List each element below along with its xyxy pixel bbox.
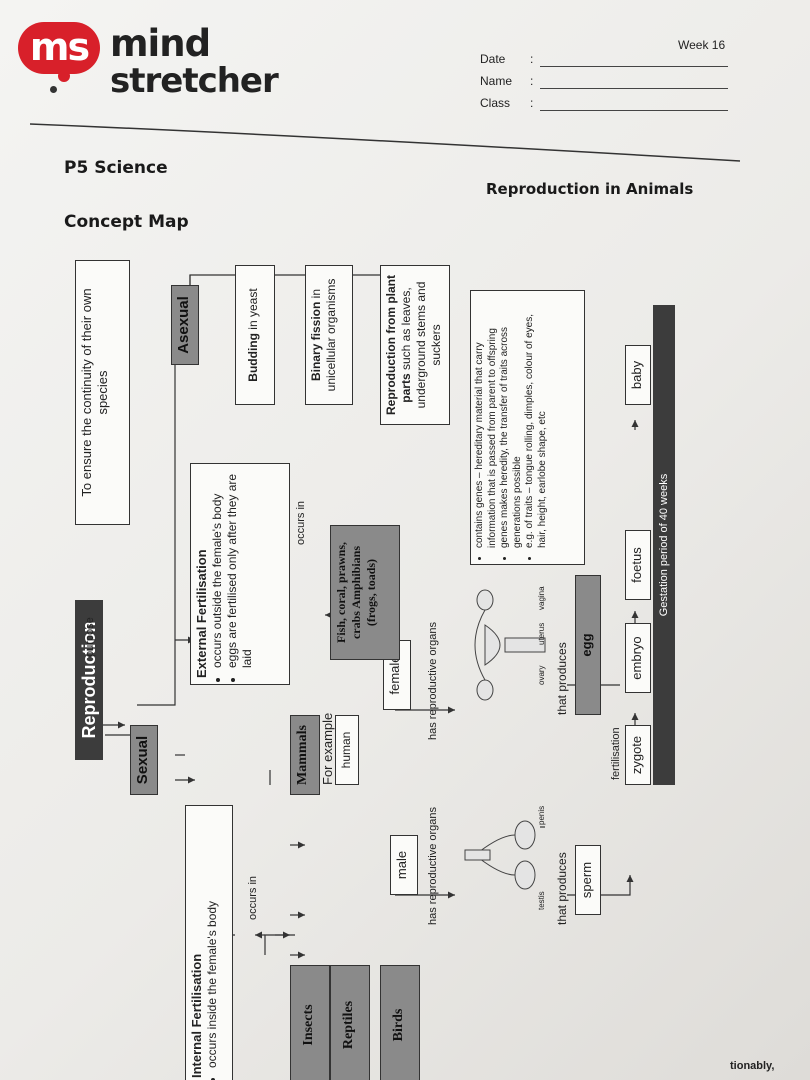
logo-dot xyxy=(58,70,70,82)
budding-box: Budding in yeast xyxy=(235,265,275,405)
logo-dot-small xyxy=(50,86,57,93)
penis-label: penis xyxy=(537,805,546,825)
class-line[interactable] xyxy=(540,110,728,111)
genes-bullet-2: genes makes heredity, the transfer of tr… xyxy=(499,297,524,548)
topic-title: Reproduction in Animals xyxy=(486,180,694,198)
birds-box: Birds xyxy=(380,965,420,1080)
subject-title: P5 Science xyxy=(64,158,168,178)
female-organs-diagram xyxy=(474,589,546,701)
has-organs-female: has reproductive organs xyxy=(427,621,439,740)
foetus-box: foetus xyxy=(625,530,651,600)
genes-box: contains genes – hereditary material tha… xyxy=(470,290,585,565)
external-title: External Fertilisation xyxy=(194,549,209,678)
insects-box: Insects xyxy=(290,965,330,1080)
concept-map: Reproduction purpose To ensure the conti… xyxy=(75,225,675,1080)
week-label: Week 16 xyxy=(678,38,726,52)
name-colon: : xyxy=(530,74,534,88)
reptiles-box: Reptiles xyxy=(330,965,370,1080)
that-produces-female: that produces xyxy=(555,642,569,715)
that-produces-male: that produces xyxy=(555,852,569,925)
embryo-box: embryo xyxy=(625,623,651,693)
external-bullet-2: eggs are fertilised only after they are … xyxy=(225,470,255,668)
date-line[interactable] xyxy=(540,66,728,67)
name-line[interactable] xyxy=(540,88,728,89)
genes-bullet-3: e.g. of traits – tongue rolling, dimples… xyxy=(524,297,549,548)
budding-rest: in yeast xyxy=(246,288,260,330)
occurs-in-label-2: occurs in xyxy=(295,500,307,545)
logo-word-stretcher: stretcher xyxy=(110,61,279,101)
internal-bullet: occurs inside the female's body xyxy=(205,812,220,1068)
occurs-in-label: occurs in xyxy=(247,875,259,920)
sperm-box: sperm xyxy=(575,845,601,915)
budding-bold: Budding xyxy=(246,333,260,382)
section-title: Concept Map xyxy=(64,212,189,232)
fish-group-box: Fish, coral, prawns, crabs Amphibians (f… xyxy=(330,525,400,660)
class-colon: : xyxy=(530,96,534,110)
fertilisation-label: fertilisation xyxy=(610,727,622,780)
zygote-box: zygote xyxy=(625,725,651,785)
gestation-arrow: Gestation period of 40 weeks xyxy=(653,305,675,785)
has-organs-male: has reproductive organs xyxy=(427,806,439,925)
uterus-label: uterus xyxy=(537,622,546,645)
binary-fission-box: Binary fission in unicellular organisms xyxy=(305,265,353,405)
internal-fertilisation-box: Internal Fertilisation occurs inside the… xyxy=(185,805,233,1080)
egg-box: egg xyxy=(575,575,601,715)
asexual-node: Asexual xyxy=(171,285,199,365)
external-bullet-1: occurs outside the female's body xyxy=(210,470,225,668)
human-box: human xyxy=(335,715,359,785)
date-label: Date xyxy=(480,52,506,66)
binary-bold: Binary fission xyxy=(309,301,323,382)
footer-fragment: tionably, xyxy=(730,1060,775,1072)
baby-box: baby xyxy=(625,345,651,405)
logo-word-mind: mind xyxy=(110,22,211,65)
internal-title: Internal Fertilisation xyxy=(189,953,204,1078)
vagina-label: vagina xyxy=(537,586,546,610)
for-example-label: For example xyxy=(320,712,335,785)
external-fertilisation-box: External Fertilisation occurs outside th… xyxy=(190,463,290,685)
genes-bullet-1: contains genes – hereditary material tha… xyxy=(474,297,499,548)
logo-mark: ms xyxy=(18,22,100,74)
testis-label: testis xyxy=(537,891,546,910)
class-label: Class xyxy=(480,96,511,110)
mammals-box: Mammals xyxy=(290,715,320,795)
plant-parts-box: Reproduction from plant parts such as le… xyxy=(380,265,450,425)
date-colon: : xyxy=(530,52,534,66)
purpose-box: To ensure the continuity of their own sp… xyxy=(75,260,130,525)
header-divider xyxy=(29,123,741,162)
purpose-label: purpose xyxy=(84,617,96,657)
male-box: male xyxy=(390,835,418,895)
sexual-node: Sexual xyxy=(130,725,158,795)
ovary-label: ovary xyxy=(537,665,546,685)
name-label: Name xyxy=(480,74,513,88)
male-organs-diagram xyxy=(464,820,536,890)
